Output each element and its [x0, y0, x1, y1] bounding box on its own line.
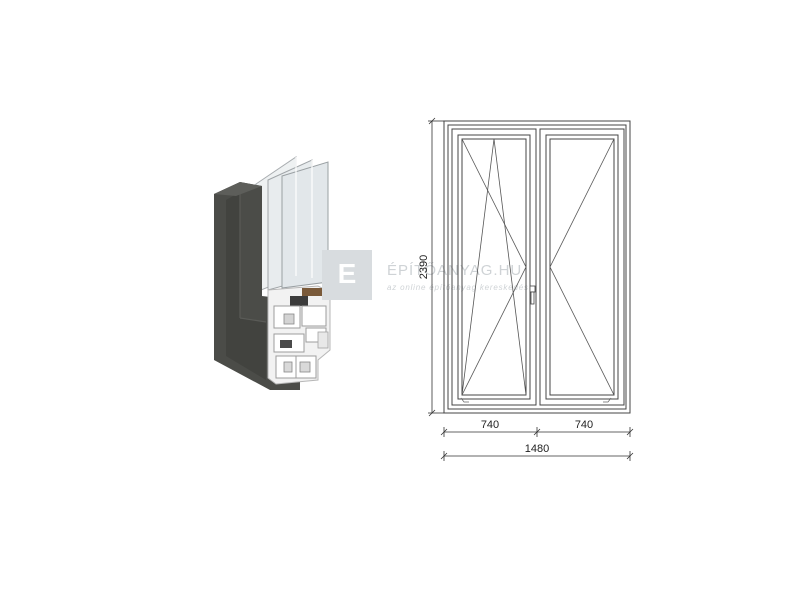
watermark-logo — [322, 250, 372, 300]
left-sash-opening-lines — [461, 138, 527, 396]
outer-frame — [443, 120, 631, 414]
left-sash — [451, 128, 537, 406]
watermark-brand: ÉPÍTŐANYAG.HU — [387, 262, 522, 279]
right-sash — [539, 128, 625, 406]
watermark-logo-letter: E — [338, 258, 357, 289]
window-elevation — [443, 120, 631, 414]
right-sash-opening-lines — [549, 138, 615, 396]
left-width-dimension-label: 740 — [481, 419, 499, 431]
watermark-tagline: az online építőanyag kereskedés — [387, 283, 529, 292]
profile-cross-section — [214, 156, 331, 390]
watermark: E ÉPÍTŐANYAG.HU az online építőanyag ker… — [322, 250, 529, 300]
total-width-dimension-label: 1480 — [525, 443, 549, 455]
glass-panes — [255, 156, 329, 293]
handle-icon — [529, 285, 536, 305]
dimension-lines — [428, 117, 634, 461]
pvc-chambers — [267, 285, 331, 385]
height-dimension-label: 2390 — [418, 255, 430, 279]
right-width-dimension-label: 740 — [575, 419, 593, 431]
